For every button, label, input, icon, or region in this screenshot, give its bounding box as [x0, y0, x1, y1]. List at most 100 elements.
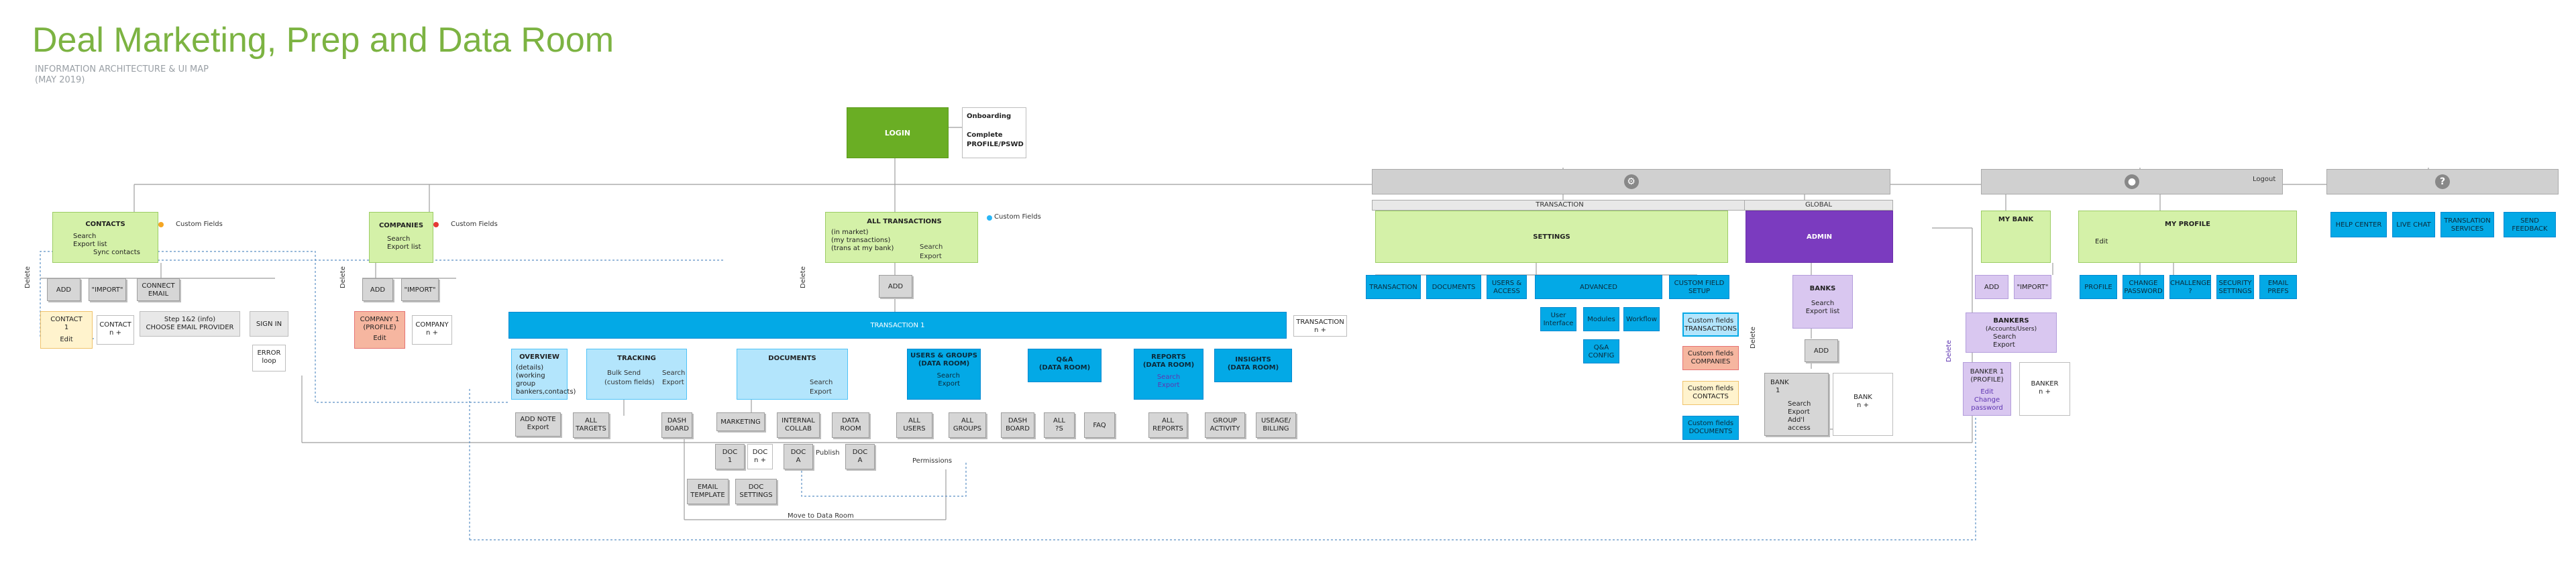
all-transactions-node[interactable]: ALL TRANSACTIONS (in market) (my transac… — [825, 212, 978, 263]
reports-search[interactable]: Search — [1157, 374, 1181, 381]
contacts-node[interactable]: CONTACTS Search Export list Sync contact… — [52, 212, 158, 263]
step-choose-email[interactable]: Step 1&2 (info) CHOOSE EMAIL PROVIDER — [140, 311, 240, 337]
usage-billing-node[interactable]: USEAGE/ BILLING — [1256, 412, 1296, 438]
mybank-add[interactable]: ADD — [1975, 275, 2008, 299]
sign-in-node[interactable]: SIGN IN — [250, 311, 288, 337]
tracking-export[interactable]: Export — [662, 379, 684, 386]
advanced-qa-config[interactable]: Q&A CONFIG — [1583, 339, 1619, 363]
documents-search[interactable]: Search — [810, 379, 833, 386]
contacts-sync[interactable]: Sync contacts — [93, 249, 140, 256]
documents-internal-collab[interactable]: INTERNAL COLLAB — [777, 412, 820, 438]
banker-1-node[interactable]: BANKER 1 (PROFILE) Edit Change password — [1963, 362, 2011, 416]
doc-settings-node[interactable]: DOC SETTINGS — [735, 479, 777, 504]
contacts-custom-fields[interactable]: Custom Fields — [176, 221, 223, 228]
contacts-search[interactable]: Search — [73, 233, 97, 240]
advanced-user-interface[interactable]: User Interface — [1540, 307, 1576, 331]
transaction-1-bar[interactable]: TRANSACTION 1 — [508, 312, 1287, 339]
doc-a-internal[interactable]: DOC A — [784, 444, 813, 469]
banker1-password[interactable]: password — [1971, 404, 2003, 412]
banks-delete[interactable]: Delete — [1750, 327, 1757, 349]
transaction-n-node[interactable]: TRANSACTION n + — [1293, 315, 1347, 337]
contacts-export[interactable]: Export list — [73, 241, 107, 248]
reports-node[interactable]: REPORTS (DATA ROOM) Search Export — [1134, 349, 1203, 400]
all-groups-node[interactable]: ALL GROUPS — [949, 412, 986, 438]
company1-edit[interactable]: Edit — [373, 335, 386, 342]
custom-fields-documents[interactable]: Custom fields DOCUMENTS — [1682, 416, 1739, 440]
ug-export[interactable]: Export — [938, 380, 960, 388]
bank1-export[interactable]: Export — [1788, 408, 1810, 416]
overview-add-note[interactable]: ADD NOTE Export — [515, 412, 561, 437]
bankers-export[interactable]: Export — [1993, 341, 2015, 349]
tracking-bulk-send[interactable]: Bulk Send — [607, 369, 641, 377]
companies-custom-fields[interactable]: Custom Fields — [451, 221, 498, 228]
banker1-change[interactable]: Change — [1974, 396, 2000, 404]
bank-1-node[interactable]: BANK 1 Search Export Add'l access — [1764, 373, 1829, 436]
help-icon[interactable]: ? — [2435, 174, 2450, 189]
custom-fields-contacts[interactable]: Custom fields CONTACTS — [1682, 381, 1739, 405]
trans-export[interactable]: Export — [920, 253, 942, 260]
settings-tab-transaction[interactable]: TRANSACTION — [1366, 275, 1421, 299]
companies-import[interactable]: "IMPORT" — [401, 278, 439, 301]
settings-tab-documents[interactable]: DOCUMENTS — [1426, 275, 1481, 299]
custom-fields-transactions[interactable]: Custom fields TRANSACTIONS — [1682, 312, 1739, 337]
transactions-add[interactable]: ADD — [879, 275, 912, 298]
insights-node[interactable]: INSIGHTS (DATA ROOM) — [1214, 349, 1292, 382]
contact-n-node[interactable]: CONTACT n + — [97, 315, 134, 345]
qa-node[interactable]: Q&A (DATA ROOM) — [1028, 349, 1102, 382]
doc-n-node[interactable]: DOC n + — [747, 444, 773, 469]
profile-bar[interactable]: ● — [1981, 169, 2283, 194]
qa-dashboard[interactable]: DASH BOARD — [1001, 412, 1034, 438]
contacts-add[interactable]: ADD — [47, 278, 80, 301]
live-chat-tab[interactable]: LIVE CHAT — [2392, 212, 2435, 237]
mybank-import[interactable]: "IMPORT" — [2014, 275, 2051, 299]
overview-node[interactable]: OVERVIEW (details) (working group banker… — [511, 349, 576, 400]
companies-delete[interactable]: Delete — [339, 266, 347, 288]
qa-faq[interactable]: FAQ — [1084, 412, 1115, 438]
qa-all-questions[interactable]: ALL ?S — [1044, 412, 1075, 438]
help-center-tab[interactable]: HELP CENTER — [2330, 212, 2387, 237]
doc-1-node[interactable]: DOC 1 — [715, 444, 745, 469]
user-icon[interactable]: ● — [2125, 174, 2139, 189]
all-reports-node[interactable]: ALL REPORTS — [1148, 412, 1187, 438]
company-n-node[interactable]: COMPANY n + — [412, 315, 452, 345]
tracking-dashboard[interactable]: DASH BOARD — [661, 412, 692, 438]
settings-tab-users-access[interactable]: USERS & ACCESS — [1487, 275, 1527, 299]
profile-tab-challenge[interactable]: CHALLENGE ? — [2169, 275, 2211, 299]
banks-add[interactable]: ADD — [1805, 339, 1838, 362]
contacts-import[interactable]: "IMPORT" — [89, 278, 126, 301]
documents-data-room[interactable]: DATA ROOM — [832, 412, 869, 438]
documents-node[interactable]: DOCUMENTS Search Export — [737, 349, 848, 400]
users-groups-node[interactable]: USERS & GROUPS (DATA ROOM) Search Export — [907, 349, 981, 400]
settings-bar[interactable]: ⚙ — [1372, 169, 1890, 194]
login-node[interactable]: LOGIN — [847, 107, 949, 158]
addnote-l2[interactable]: Export — [527, 424, 549, 431]
companies-export[interactable]: Export list — [387, 243, 421, 251]
bank1-search[interactable]: Search — [1788, 400, 1811, 408]
gear-icon[interactable]: ⚙ — [1623, 174, 1639, 189]
doc-a-dataroom[interactable]: DOC A — [845, 444, 875, 469]
onboarding-node[interactable]: Onboarding Complete PROFILE/PSWD — [962, 107, 1026, 158]
contact1-edit[interactable]: Edit — [60, 336, 73, 343]
settings-node[interactable]: SETTINGS — [1375, 211, 1728, 263]
all-users-node[interactable]: ALL USERS — [896, 412, 932, 438]
bank-n-node[interactable]: BANK n + — [1833, 373, 1893, 436]
email-template-node[interactable]: EMAIL TEMPLATE — [687, 479, 729, 504]
send-feedback-tab[interactable]: SEND FEEDBACK — [2504, 212, 2556, 237]
banker1-edit[interactable]: Edit — [1980, 388, 1994, 396]
bankers-search[interactable]: Search — [1993, 333, 2017, 341]
banks-search[interactable]: Search — [1811, 300, 1835, 307]
translation-services-tab[interactable]: TRANSLATION SERVICES — [2440, 212, 2494, 237]
contacts-connect-email[interactable]: CONNECT EMAIL — [137, 278, 180, 301]
advanced-workflow[interactable]: Workflow — [1623, 307, 1660, 331]
help-bar[interactable]: ? — [2326, 169, 2559, 194]
logout-link[interactable]: Logout — [2253, 176, 2276, 183]
reports-export[interactable]: Export — [1157, 382, 1180, 389]
admin-node[interactable]: ADMIN — [1746, 211, 1893, 263]
bankers-delete[interactable]: Delete — [1945, 340, 1953, 362]
companies-search[interactable]: Search — [387, 235, 411, 243]
tracking-all-targets[interactable]: ALL TARGETS — [573, 412, 609, 438]
my-bank-node[interactable]: MY BANK — [1981, 211, 2051, 263]
company-1-node[interactable]: COMPANY 1 (PROFILE) Edit — [354, 311, 405, 349]
ug-search[interactable]: Search — [936, 372, 960, 380]
companies-node[interactable]: COMPANIES Search Export list — [369, 212, 433, 263]
